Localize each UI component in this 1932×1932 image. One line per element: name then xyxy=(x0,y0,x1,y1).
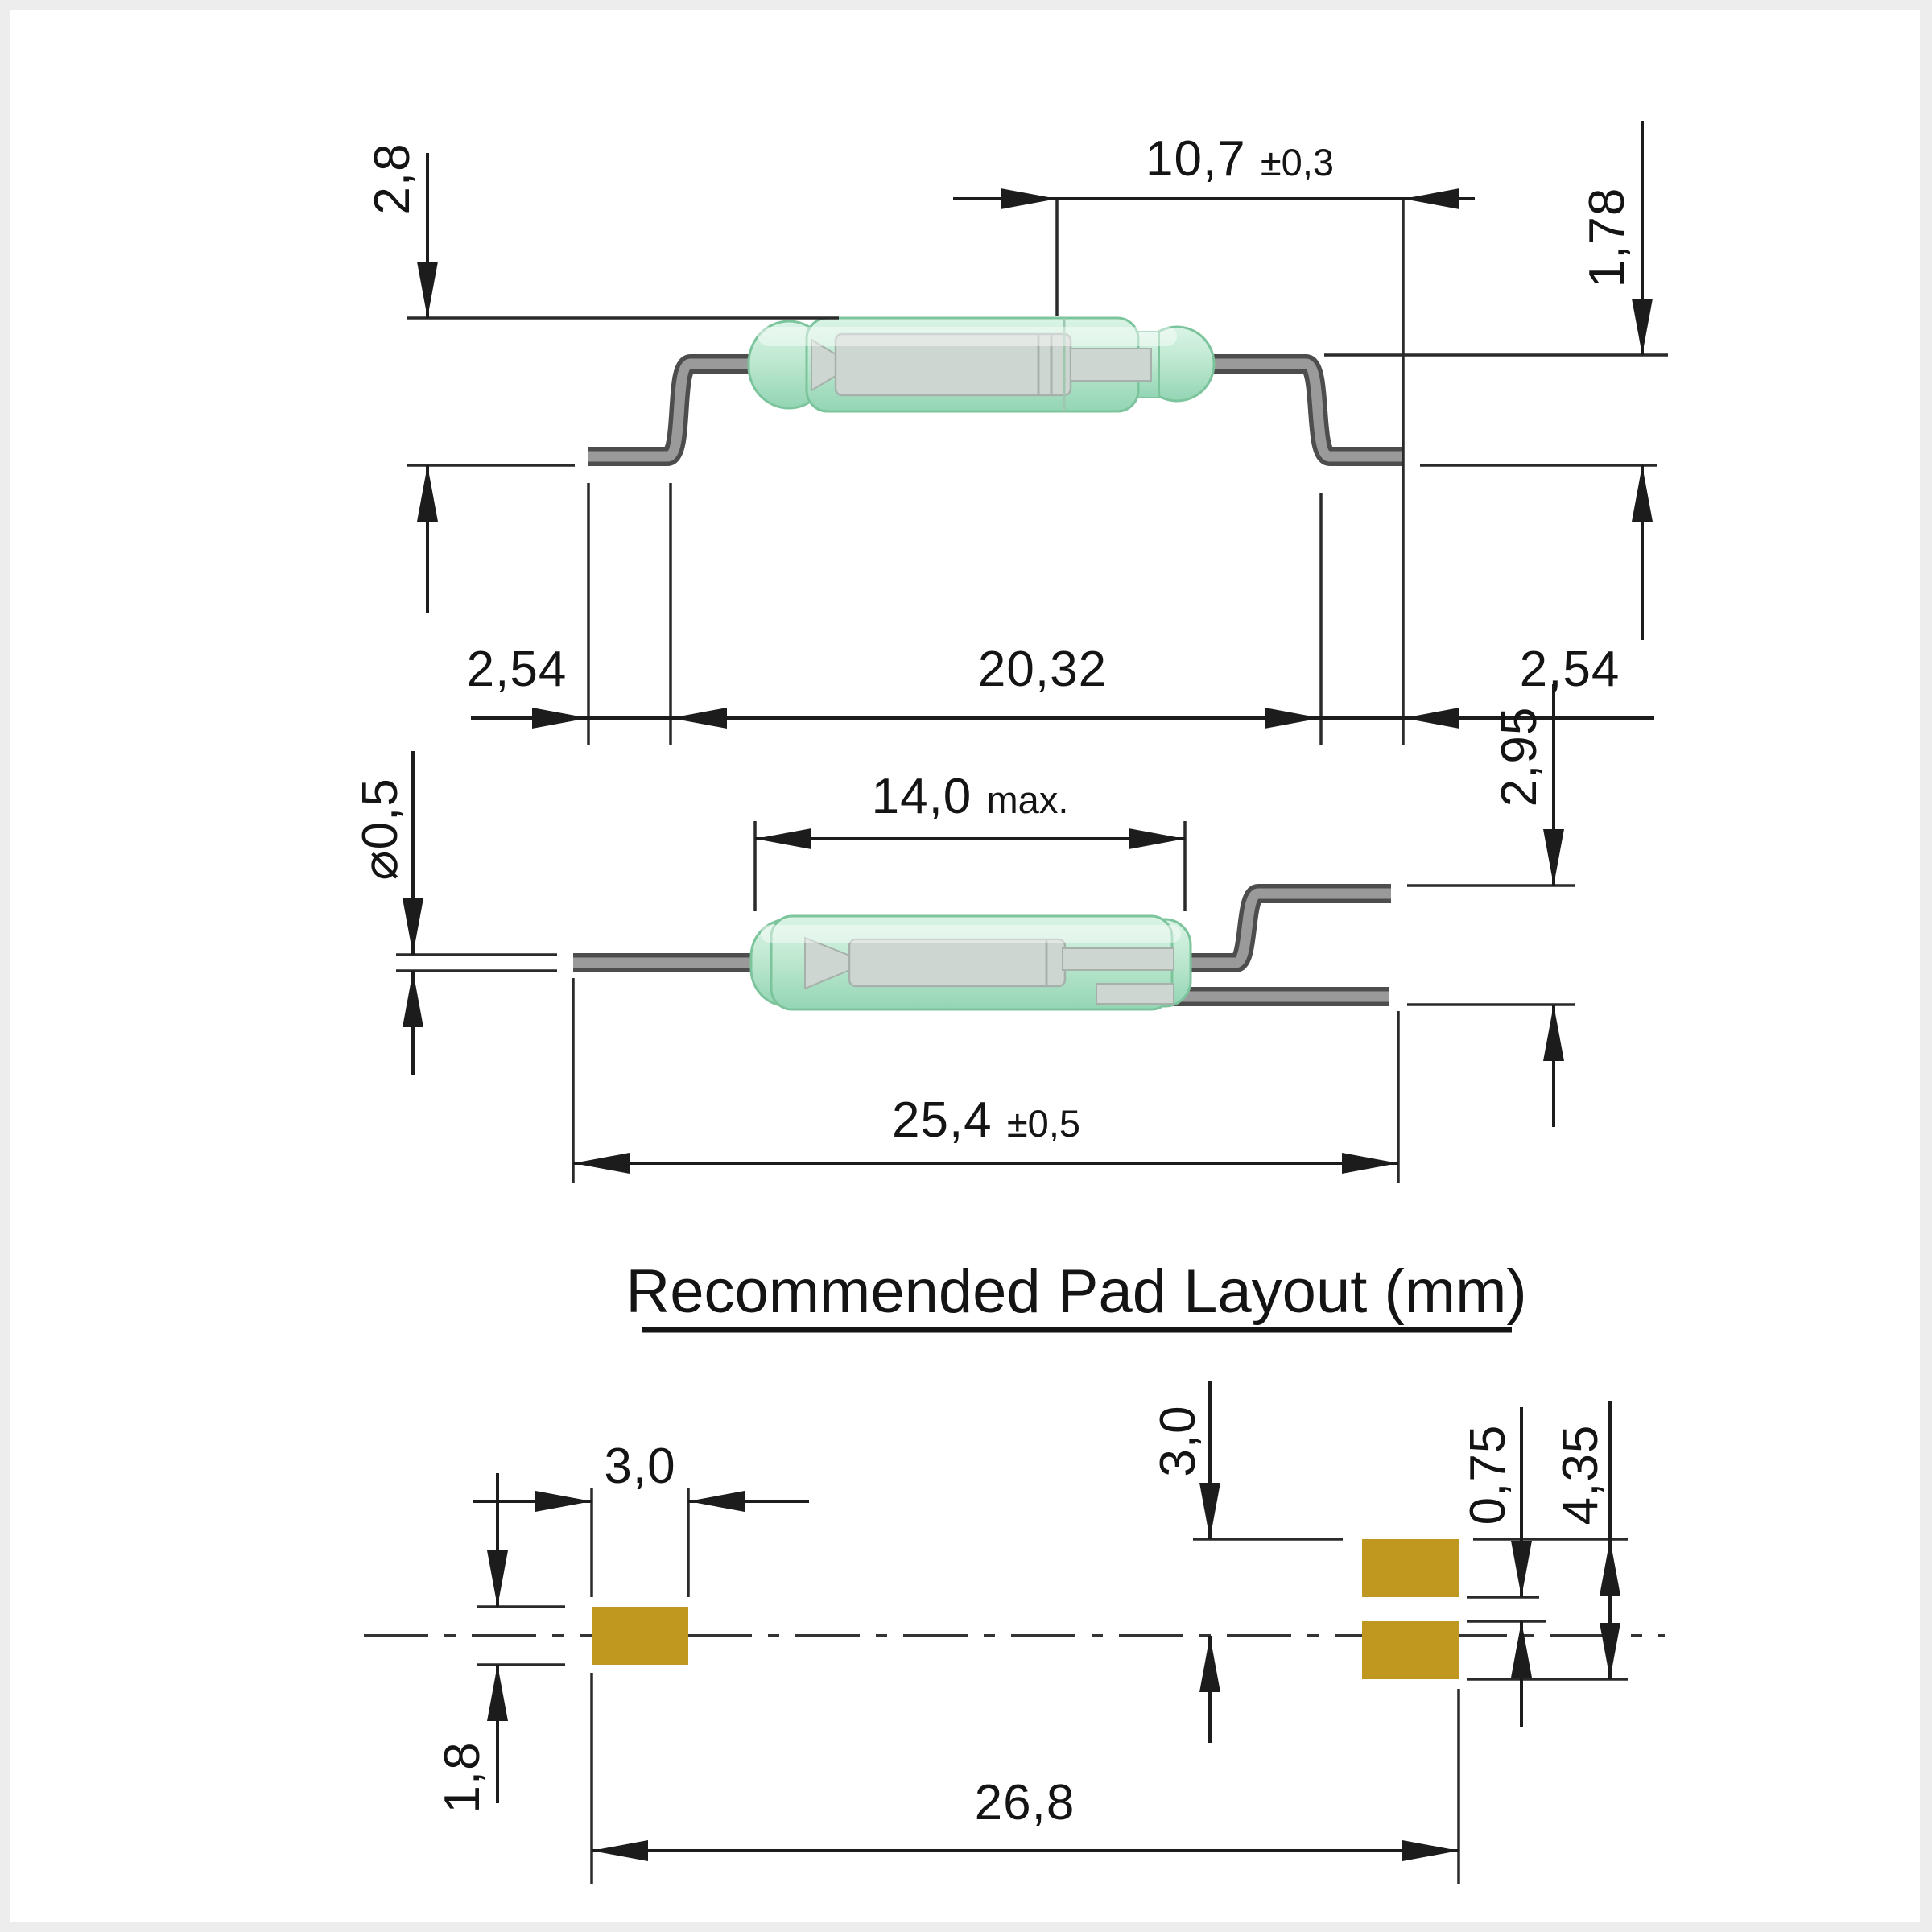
dim-value: 10,7 xyxy=(1145,131,1246,187)
dim-pad-span: 26,8 xyxy=(974,1775,1075,1831)
pad-layout-title: Recommended Pad Layout (mm) xyxy=(625,1257,1527,1326)
dim-suffix: max. xyxy=(986,778,1069,821)
dim-pad-left-height: 1,8 xyxy=(435,1741,490,1814)
dim-pad-right-total-height: 4,35 xyxy=(1553,1424,1608,1525)
page-margin-top xyxy=(0,0,1932,10)
dim-mid-lead-step: 2,95 xyxy=(1492,706,1547,807)
dim-mid-glass-length: 14,0 max. xyxy=(872,772,1069,822)
middle-view-extension-lines xyxy=(396,821,1575,1183)
middle-view xyxy=(396,684,1575,1183)
top-view-reed-switch-body xyxy=(747,316,1216,413)
dim-mid-overall-length: 25,4 ±0,5 xyxy=(892,1096,1080,1146)
pad-layout-arrowheads xyxy=(487,1483,1620,1861)
middle-view-arrowheads xyxy=(402,828,1564,1174)
dim-top-height: 2,8 xyxy=(365,142,420,215)
middle-view-dimension-lines xyxy=(411,684,1555,1165)
dim-pad-right-offset: 3,0 xyxy=(1150,1405,1206,1477)
dim-mid-lead-diameter: ⌀0,5 xyxy=(353,778,408,881)
top-view-dimension-lines xyxy=(426,121,1654,720)
dim-tolerance: ±0,5 xyxy=(1006,1102,1081,1145)
dim-top-lead-span: 10,7 ±0,3 xyxy=(1146,134,1334,184)
dim-tolerance: ±0,3 xyxy=(1260,141,1335,184)
dim-top-lead-offset: 1,78 xyxy=(1579,187,1635,288)
top-view xyxy=(407,121,1668,745)
dim-value: 25,4 xyxy=(891,1092,993,1148)
top-view-arrowheads xyxy=(417,188,1653,729)
page-margin-left xyxy=(0,0,10,1932)
top-view-extension-lines xyxy=(407,199,1668,745)
top-view-leads xyxy=(588,354,1403,466)
dim-top-foot-left: 2,54 xyxy=(466,642,568,697)
dim-top-foot-right: 2,54 xyxy=(1519,642,1620,697)
dim-pad-left-width: 3,0 xyxy=(604,1439,676,1494)
right-lower-pad xyxy=(1362,1621,1459,1679)
right-upper-pad xyxy=(1362,1539,1459,1597)
middle-view-leads xyxy=(573,884,1391,1006)
dim-top-body-span: 20,32 xyxy=(977,642,1108,697)
dim-value: 14,0 xyxy=(871,769,972,824)
pad-layout xyxy=(364,1327,1665,1884)
page-margin-bottom xyxy=(0,1922,1932,1932)
dim-pad-right-gap: 0,75 xyxy=(1460,1424,1516,1525)
left-pad xyxy=(592,1607,688,1665)
page-margin-right xyxy=(1920,0,1932,1932)
middle-view-reed-switch-body xyxy=(749,914,1192,1011)
solder-pads xyxy=(592,1539,1459,1679)
